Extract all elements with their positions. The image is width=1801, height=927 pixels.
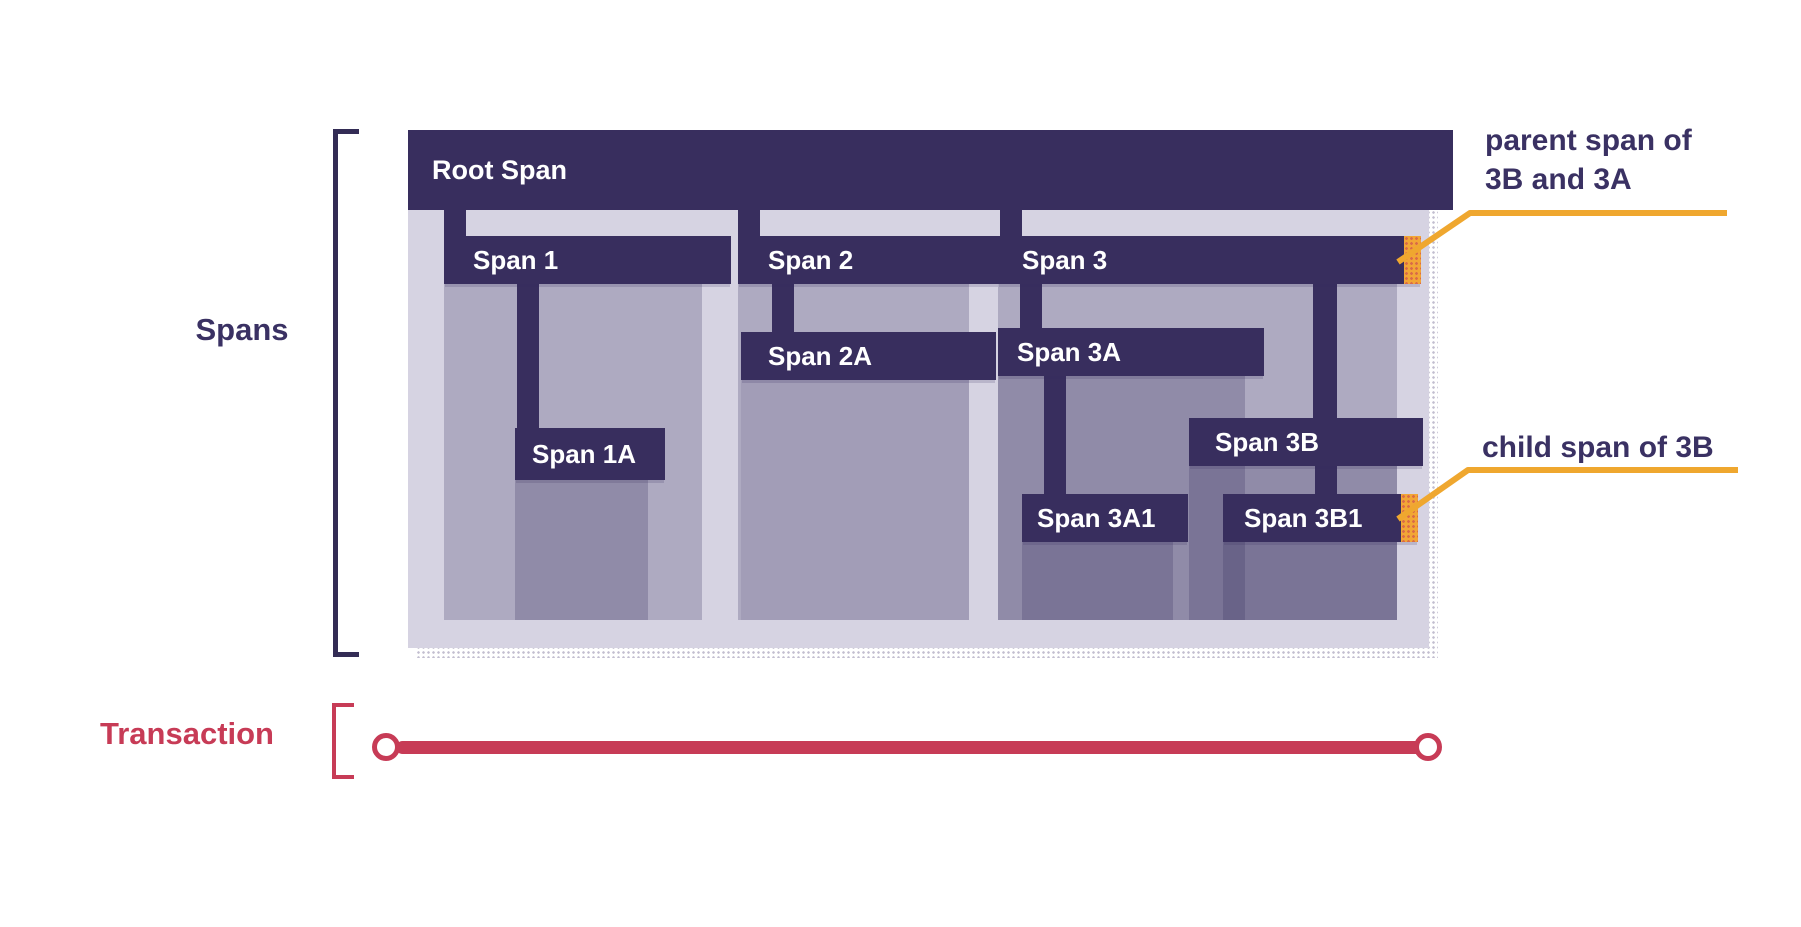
connector-span-3b-to-3b1 <box>1315 466 1337 495</box>
connector-span-3-to-3a <box>1020 284 1042 329</box>
span-3b1-child-highlight-marker <box>1401 494 1418 542</box>
span-bar-3: Span 3 <box>998 236 1421 284</box>
connector-span-1-to-1a <box>517 284 539 429</box>
connector-root-to-span-2 <box>738 210 760 237</box>
span-3b-duration <box>1189 466 1397 620</box>
span-1a-duration <box>515 480 648 620</box>
transaction-timeline <box>396 741 1422 754</box>
span-label-3a: Span 3A <box>1017 336 1122 367</box>
connector-span-2-to-2a <box>772 284 794 333</box>
spans-bracket <box>333 129 359 657</box>
span-label-3b: Span 3B <box>1215 426 1320 457</box>
span-bar-3b1: Span 3B1 <box>1223 494 1418 542</box>
spans-label: Spans <box>195 312 289 347</box>
connector-span-3-to-3b <box>1313 284 1337 419</box>
span-label-3a1: Span 3A1 <box>1037 502 1156 533</box>
span-label-3: Span 3 <box>1022 244 1108 275</box>
span-bar-1: Span 1 <box>444 236 731 284</box>
spans-container <box>408 130 1429 648</box>
transaction-start-circle-icon <box>372 733 400 761</box>
span-label-2: Span 2 <box>768 244 854 275</box>
parent-span-annotation-line1: parent span of <box>1485 124 1692 157</box>
connector-span-3a-to-3a1 <box>1044 376 1066 495</box>
child-span-callout-line <box>1396 467 1738 522</box>
transaction-label: Transaction <box>100 716 274 751</box>
span-3a1-duration <box>1022 542 1173 620</box>
span-label-1: Span 1 <box>473 244 559 275</box>
span-bar-3a1: Span 3A1 <box>1022 494 1188 542</box>
span-bar-1a: Span 1A <box>515 428 665 480</box>
connector-root-to-span-1 <box>444 210 466 237</box>
parent-span-annotation: parent span of 3B and 3A <box>1485 121 1692 199</box>
parent-span-annotation-line2: 3B and 3A <box>1485 163 1632 196</box>
span-bar-3a: Span 3A <box>998 328 1264 376</box>
transaction-end-circle-icon <box>1414 733 1442 761</box>
span-bar-2: Span 2 <box>738 236 999 284</box>
span-3-parent-highlight-marker <box>1404 236 1421 284</box>
span-2a-duration <box>741 380 969 620</box>
child-span-annotation: child span of 3B <box>1482 431 1714 464</box>
connector-root-to-span-3 <box>1000 210 1022 237</box>
span-label-2a: Span 2A <box>768 340 873 371</box>
span-label-root: Root Span <box>432 154 567 185</box>
span-bar-root: Root Span <box>408 130 1453 210</box>
parent-span-callout-line <box>1396 210 1727 265</box>
span-bar-2a: Span 2A <box>741 332 996 380</box>
span-label-3b1: Span 3B1 <box>1244 502 1363 533</box>
span-3b1-duration <box>1223 542 1397 620</box>
span-label-1a: Span 1A <box>532 438 637 469</box>
transaction-bracket <box>332 703 354 779</box>
span-bar-3b: Span 3B <box>1189 418 1423 466</box>
